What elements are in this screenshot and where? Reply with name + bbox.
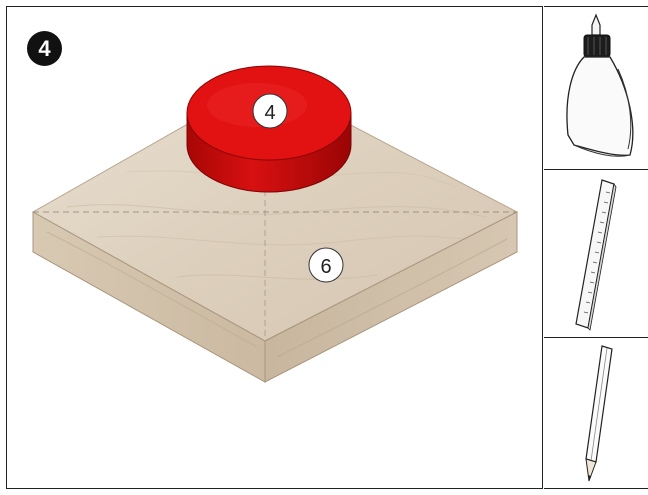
red-disc xyxy=(187,66,351,192)
tool-cell-ruler xyxy=(544,170,648,338)
disc-callout-label: 4 xyxy=(264,102,275,124)
board-callout: 6 xyxy=(309,248,343,282)
tool-cell-glue xyxy=(544,7,648,170)
ruler-icon xyxy=(544,170,648,337)
pencil-icon xyxy=(544,338,648,488)
assembly-illustration: 4 6 xyxy=(7,7,542,488)
assembly-panel: 4 xyxy=(6,6,543,489)
tools-panel xyxy=(544,6,648,489)
tool-cell-pencil xyxy=(544,338,648,490)
board-callout-label: 6 xyxy=(320,256,331,278)
glue-bottle-icon xyxy=(544,7,648,169)
disc-callout: 4 xyxy=(253,94,287,128)
